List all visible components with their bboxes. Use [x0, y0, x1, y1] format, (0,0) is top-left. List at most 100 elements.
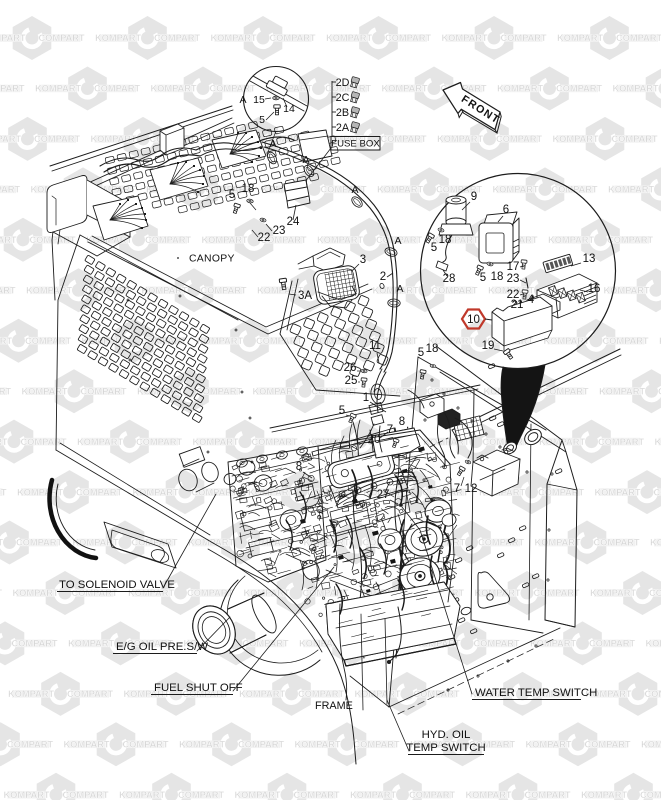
svg-text:COMPART: COMPART	[654, 486, 661, 497]
svg-text:COMPART: COMPART	[432, 284, 478, 295]
svg-text:COMPART: COMPART	[270, 32, 316, 43]
svg-text:KOMPART: KOMPART	[308, 436, 354, 447]
svg-text:COMPART: COMPART	[7, 739, 53, 750]
svg-text:COMPART: COMPART	[0, 486, 7, 497]
svg-text:CANOPY: CANOPY	[189, 254, 235, 265]
svg-text:15: 15	[253, 94, 265, 106]
svg-text:2D: 2D	[336, 77, 350, 89]
svg-text:COMPART: COMPART	[307, 486, 353, 497]
svg-text:KOMPART: KOMPART	[151, 83, 197, 94]
svg-text:COMPART: COMPART	[85, 284, 131, 295]
svg-text:,: ,	[406, 419, 409, 431]
svg-text:KOMPART: KOMPART	[4, 789, 50, 800]
svg-text:FUEL SHUT OFF: FUEL SHUT OFF	[154, 682, 243, 694]
svg-text:COMPART: COMPART	[612, 133, 658, 144]
svg-text:7: 7	[454, 483, 460, 495]
svg-text:COMPART: COMPART	[589, 638, 635, 649]
svg-text:14: 14	[283, 103, 295, 115]
svg-text:COMPART: COMPART	[409, 789, 455, 800]
svg-text:KOMPART: KOMPART	[299, 638, 345, 649]
svg-text:KOMPART: KOMPART	[493, 184, 539, 195]
svg-text:COMPART: COMPART	[552, 184, 598, 195]
svg-text:KOMPART: KOMPART	[424, 436, 470, 447]
svg-text:KOMPART: KOMPART	[0, 32, 26, 43]
svg-text:COMPART: COMPART	[30, 234, 76, 245]
svg-text:KOMPART: KOMPART	[197, 335, 243, 346]
svg-text:KOMPART: KOMPART	[142, 284, 188, 295]
svg-text:COMPART: COMPART	[132, 537, 178, 548]
svg-text:KOMPART: KOMPART	[202, 234, 248, 245]
svg-text:COMPART: COMPART	[354, 739, 400, 750]
svg-text:COMPART: COMPART	[261, 234, 307, 245]
svg-text:5: 5	[418, 347, 424, 359]
svg-text:COMPART: COMPART	[0, 385, 11, 396]
svg-text:COMPART: COMPART	[210, 83, 256, 94]
svg-text:COMPART: COMPART	[12, 638, 58, 649]
svg-text:A: A	[396, 283, 403, 295]
svg-text:COMPART: COMPART	[294, 789, 340, 800]
svg-text:KOMPART: KOMPART	[244, 587, 290, 598]
svg-text:COMPART: COMPART	[201, 284, 247, 295]
svg-text:COMPART: COMPART	[154, 32, 200, 43]
svg-text:COMPART: COMPART	[385, 32, 431, 43]
svg-text:23: 23	[273, 225, 286, 237]
svg-text:24: 24	[287, 216, 300, 228]
svg-text:A: A	[302, 154, 309, 166]
svg-text:KOMPART: KOMPART	[68, 638, 114, 649]
svg-text:COMPART: COMPART	[94, 83, 140, 94]
svg-text:COMPART: COMPART	[192, 486, 238, 497]
svg-text:COMPART: COMPART	[205, 184, 251, 195]
svg-text:KOMPART: KOMPART	[91, 133, 137, 144]
svg-text:COMPART: COMPART	[469, 739, 515, 750]
svg-text:KOMPART: KOMPART	[13, 587, 59, 598]
svg-text:21: 21	[511, 299, 524, 311]
svg-text:KOMPART: KOMPART	[77, 436, 123, 447]
svg-text:KOMPART: KOMPART	[428, 335, 474, 346]
svg-text:10: 10	[467, 314, 480, 326]
svg-text:KOMPART: KOMPART	[193, 436, 239, 447]
svg-text:COMPART: COMPART	[603, 335, 649, 346]
svg-text:COMPART: COMPART	[496, 133, 542, 144]
svg-text:KOMPART: KOMPART	[590, 587, 636, 598]
svg-text:22: 22	[258, 232, 271, 244]
svg-text:4: 4	[528, 294, 535, 306]
svg-text:COMPART: COMPART	[21, 436, 67, 447]
svg-text:KOMPART: KOMPART	[488, 284, 534, 295]
svg-text:TO SOLENOID VALVE: TO SOLENOID VALVE	[59, 579, 175, 591]
svg-text:KOMPART: KOMPART	[235, 789, 281, 800]
svg-text:5: 5	[339, 405, 345, 417]
svg-text:COMPART: COMPART	[67, 688, 113, 699]
svg-text:18: 18	[439, 234, 452, 246]
svg-text:KOMPART: KOMPART	[17, 486, 63, 497]
svg-text:KOMPART: KOMPART	[646, 638, 661, 649]
svg-text:COMPART: COMPART	[90, 184, 136, 195]
svg-text:3: 3	[360, 254, 366, 266]
svg-text:2C: 2C	[336, 92, 350, 104]
svg-text:COMPART: COMPART	[34, 133, 80, 144]
svg-text:A: A	[351, 184, 358, 196]
svg-text:COMPART: COMPART	[376, 234, 422, 245]
svg-text:COMPART: COMPART	[441, 83, 487, 94]
svg-text:KOMPART: KOMPART	[8, 688, 54, 699]
svg-text:KOMPART: KOMPART	[119, 789, 165, 800]
svg-text:KOMPART: KOMPART	[373, 284, 419, 295]
svg-text:COMPART: COMPART	[187, 587, 233, 598]
svg-text:KOMPART: KOMPART	[26, 284, 72, 295]
svg-text:COMPART: COMPART	[243, 638, 289, 649]
svg-text:KOMPART: KOMPART	[608, 184, 654, 195]
svg-text:5: 5	[259, 114, 265, 126]
svg-text:COMPART: COMPART	[0, 587, 2, 598]
svg-text:COMPART: COMPART	[252, 436, 298, 447]
svg-text:18: 18	[426, 343, 439, 355]
svg-text:KOMPART: KOMPART	[599, 385, 645, 396]
svg-text:COMPART: COMPART	[556, 83, 602, 94]
svg-text:18: 18	[242, 183, 255, 195]
svg-text:KOMPART: KOMPART	[586, 688, 632, 699]
svg-text:3A: 3A	[298, 290, 312, 302]
svg-text:27: 27	[377, 489, 390, 501]
svg-text:E/G OIL PRE.S/W: E/G OIL PRE.S/W	[116, 641, 208, 653]
svg-text:18: 18	[491, 271, 504, 283]
svg-text:COMPART: COMPART	[483, 436, 529, 447]
svg-text:COMPART: COMPART	[525, 789, 571, 800]
svg-text:1: 1	[363, 392, 369, 404]
